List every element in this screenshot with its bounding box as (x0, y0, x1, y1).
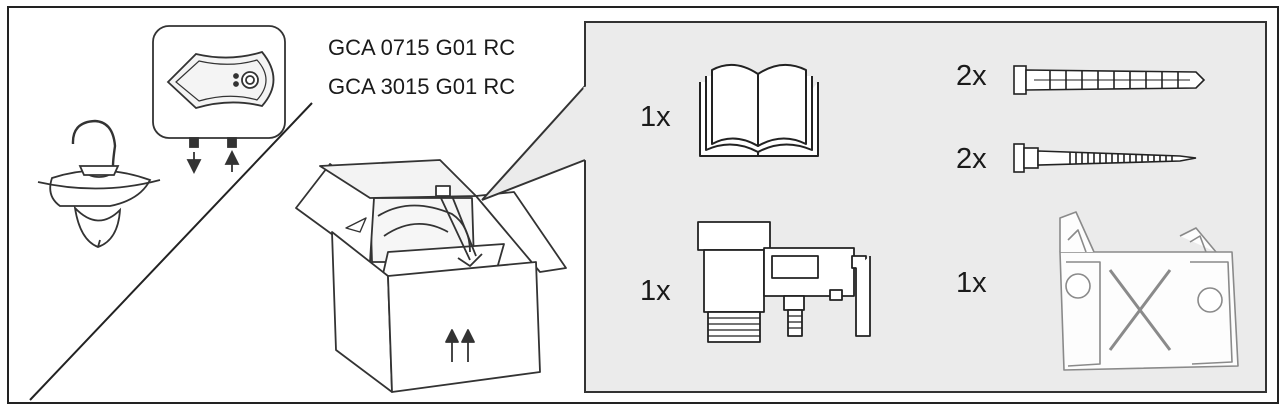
safety-valve-icon (697, 221, 871, 343)
water-heater-icon (152, 25, 286, 175)
qty-screw: 2x (956, 143, 987, 175)
qty-safety-valve: 1x (640, 275, 671, 307)
washbasin-icon (37, 119, 161, 248)
screw-icon (1013, 143, 1197, 173)
model-label-1: GCA 0715 G01 RC (328, 35, 515, 60)
package-box-icon (295, 159, 567, 393)
mounting-bracket-icon (1059, 211, 1239, 371)
diagonal-divider (29, 102, 313, 401)
wall-plug-icon (1013, 65, 1206, 95)
model-label-2: GCA 3015 G01 RC (328, 74, 515, 99)
qty-bracket: 1x (956, 267, 987, 299)
qty-manual: 1x (640, 101, 671, 133)
manual-book-icon (699, 63, 819, 157)
qty-wall-plug: 2x (956, 60, 987, 92)
